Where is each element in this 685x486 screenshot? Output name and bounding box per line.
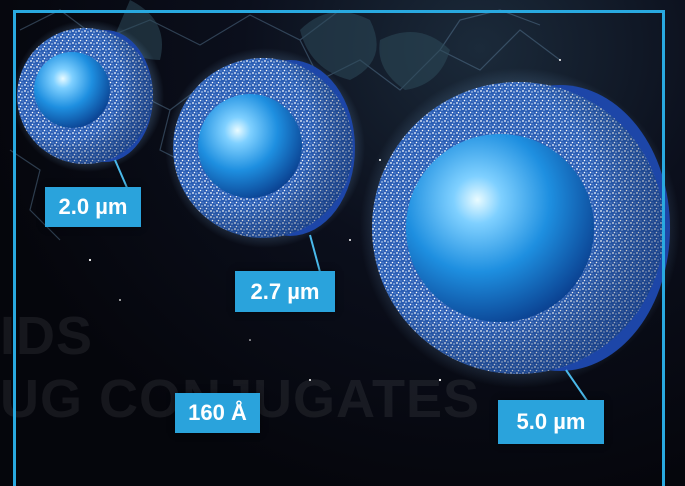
leader-line-large xyxy=(565,369,589,403)
pore-size-label: 160 Å xyxy=(175,393,260,433)
particle-medium xyxy=(165,48,365,248)
size-label-medium: 2.7 µm xyxy=(235,271,335,312)
frame-border xyxy=(13,10,665,486)
leader-line-small xyxy=(114,159,129,191)
particle-large xyxy=(360,68,680,388)
leader-line-medium xyxy=(309,234,321,273)
particle-small xyxy=(12,20,164,172)
size-label-large: 5.0 µm xyxy=(498,400,604,444)
size-label-small: 2.0 µm xyxy=(45,187,141,227)
